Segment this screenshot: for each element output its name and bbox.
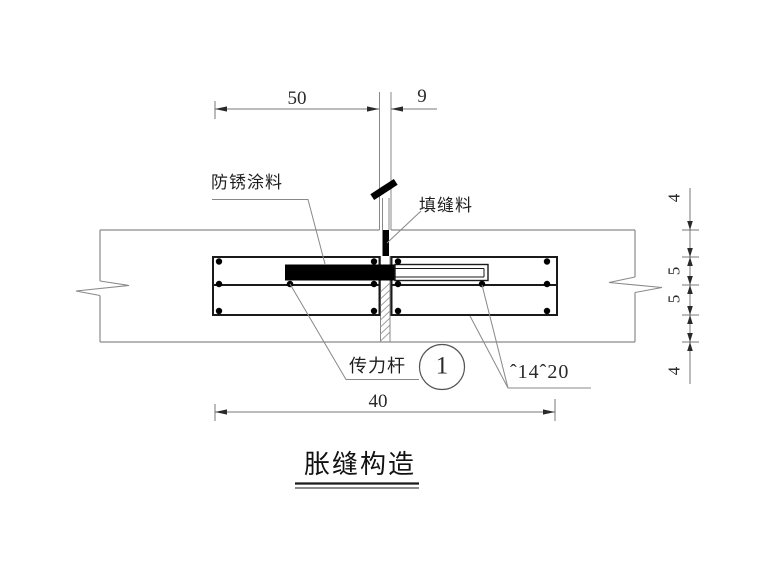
rebar-dots — [215, 258, 551, 315]
break-symbol-right — [608, 276, 663, 294]
dim-chain-5-upper: 5 — [664, 266, 684, 276]
label-rebar-spec: ˆ14ˆ20 — [510, 361, 570, 383]
dim-top-width: 50 — [287, 88, 307, 109]
dimension-bottom-arrows — [215, 409, 555, 415]
leader-rebar-spec — [469, 284, 591, 389]
dim-chain-4-bottom: 4 — [664, 366, 684, 376]
joint-seal-mark-icon — [370, 178, 398, 201]
dim-chain-5-lower: 5 — [664, 294, 684, 304]
dimension-top — [214, 101, 437, 119]
joint-filler-bar — [382, 230, 389, 256]
rebar-box-left — [212, 256, 381, 316]
label-dowel-bar: 传力杆 — [349, 356, 406, 377]
dim-joint-width: 9 — [417, 86, 427, 107]
dimension-right-chain-arrows — [687, 221, 693, 351]
joint-hatching — [380, 282, 391, 342]
drawing-title: 胀缝构造 — [303, 450, 417, 480]
detail-bubble-number: 1 — [435, 352, 449, 380]
break-symbol-left — [75, 280, 130, 297]
dowel-sleeve — [394, 263, 489, 282]
dimension-bottom — [214, 399, 556, 421]
leader-anti-rust — [212, 199, 326, 265]
dimension-top-arrows — [215, 106, 403, 112]
title-underline — [295, 482, 419, 489]
slab-outline — [99, 229, 636, 343]
label-anti-rust-coating: 防锈涂料 — [211, 173, 283, 193]
detail-bubble-circle — [418, 343, 466, 391]
leader-joint-filler — [386, 210, 422, 244]
dim-bottom-width: 40 — [368, 391, 388, 412]
leader-dowel-bar — [289, 283, 419, 380]
dim-chain-4-top: 4 — [664, 193, 684, 203]
dimension-right-chain — [682, 188, 699, 384]
label-joint-filler: 填缝料 — [419, 196, 473, 216]
rebar-box-right — [390, 256, 558, 316]
dowel-bar-painted — [285, 264, 395, 281]
